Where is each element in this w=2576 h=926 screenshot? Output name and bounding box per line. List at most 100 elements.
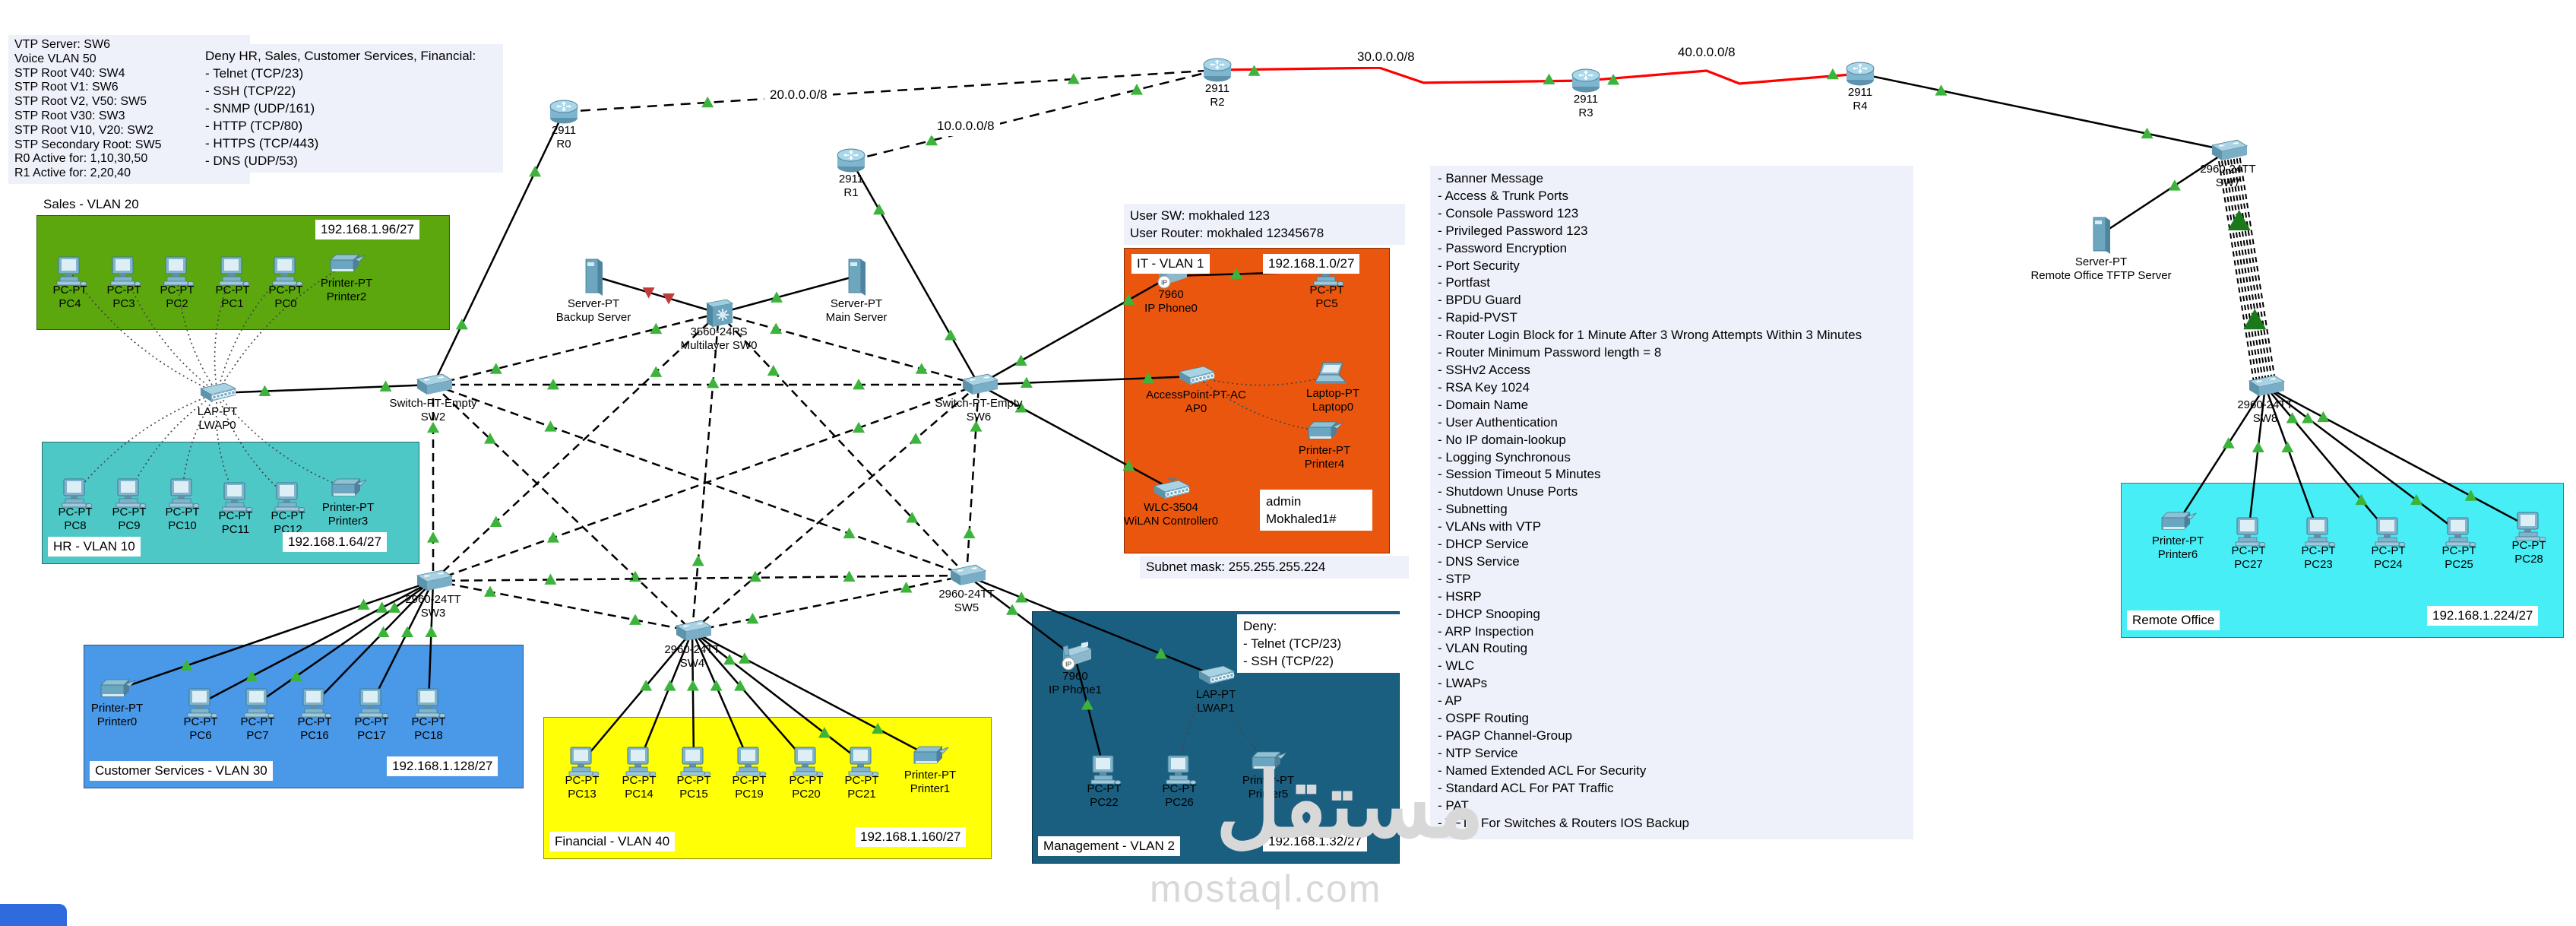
device-name: Printer5 [1248, 787, 1289, 801]
ap-icon [1175, 365, 1217, 388]
device-name: R2 [1210, 95, 1225, 109]
device-name: PC8 [64, 518, 87, 532]
link-status-up-triangle [1014, 354, 1027, 366]
router-icon [1566, 65, 1606, 96]
feature-item: - Password Encryption [1438, 240, 1568, 255]
device-model: PC-PT [676, 774, 711, 787]
link-status-up-triangle [843, 527, 856, 539]
link-status-up-triangle [2464, 490, 2477, 501]
link-SW2-SW0[interactable] [432, 312, 720, 386]
link-SW6-IPPhone0[interactable] [978, 274, 1172, 386]
link-SW4-Printer1[interactable] [691, 629, 931, 758]
link-status-up-triangle [691, 555, 704, 566]
link-IPPhone0-PC5[interactable] [1170, 270, 1328, 277]
user-credentials-line: User Router: mokhaled 12345678 [1130, 226, 1324, 240]
device-name: R1 [843, 186, 859, 199]
device-name: PC16 [300, 728, 329, 742]
link-R0-SW2[interactable] [432, 111, 565, 385]
link-status-up-triangle [915, 363, 928, 374]
link-status-up-triangle [640, 680, 653, 691]
deny-management: Deny:- Telnet (TCP/23)- SSH (TCP/22) [1237, 614, 1403, 673]
switch-icon [412, 567, 454, 595]
device-model: AccessPoint-PT-AC [1146, 388, 1246, 401]
link-PC4-LWAP0[interactable] [69, 271, 218, 394]
link-status-up-triangle [963, 527, 976, 539]
link-status-up-triangle [707, 376, 720, 388]
deny-main-line: - SSH (TCP/22) [205, 84, 296, 98]
device-name: PC24 [2374, 557, 2403, 571]
feature-item: - Router Minimum Password length = 8 [1438, 345, 1662, 360]
feature-item: - LWAPs [1438, 676, 1488, 691]
feature-item: - BPDU Guard [1438, 293, 1521, 308]
feature-item: - AP [1438, 693, 1463, 709]
link-SW4-SW5[interactable] [691, 574, 967, 633]
device-model: PC-PT [2511, 539, 2546, 552]
link-status-up-triangle [2281, 441, 2294, 453]
device-model: 2960-24TT [405, 593, 461, 606]
link-R1-SW6[interactable] [850, 160, 980, 385]
link-SW2-SW5[interactable] [432, 383, 967, 577]
feature-item: - PAT [1438, 798, 1469, 813]
device-name: LWAP1 [1197, 701, 1235, 715]
deny-main-line: - SNMP (UDP/161) [205, 101, 315, 116]
device-name: PC1 [221, 297, 244, 310]
link-R2-R3[interactable] [1217, 66, 1587, 84]
link-SW8-PC25[interactable] [2264, 385, 2460, 533]
ipphone-icon: IP [1056, 642, 1094, 674]
link-SW3-SW0[interactable] [432, 312, 720, 582]
link-SW3-Printer0[interactable] [116, 579, 434, 691]
link-status-up-triangle [767, 364, 780, 376]
subnet-mask-note-line: Subnet mask: 255.255.255.224 [1146, 560, 1326, 574]
link-R3-R4[interactable] [1585, 69, 1861, 85]
vlan-label-management: Management - VLAN 2 [1038, 836, 1180, 856]
device-model: Server-PT [2074, 255, 2128, 268]
link-SW3-SW4[interactable] [432, 579, 693, 633]
device-name: SW3 [420, 606, 446, 620]
link-R1-R2[interactable] [850, 68, 1218, 162]
link-R4-SW7[interactable] [1859, 72, 2229, 152]
device-name: PC5 [1315, 297, 1338, 310]
device-name: SW4 [679, 656, 705, 670]
device-name: R4 [1853, 99, 1868, 113]
link-status-up-triangle [2141, 127, 2154, 139]
link-SW6-SW0[interactable] [718, 312, 979, 386]
device-name: R0 [556, 137, 571, 151]
link-status-up-triangle [425, 626, 438, 638]
link-status-up-triangle [853, 379, 866, 390]
link-SW3-SW5[interactable] [432, 574, 967, 582]
device-name: PC19 [735, 787, 764, 801]
admin-credentials-line: Mokhaled1# [1266, 512, 1337, 526]
feature-item: - Banner Message [1438, 171, 1543, 186]
device-model: PC-PT [1309, 284, 1344, 297]
link-SW4-SW0[interactable] [691, 312, 720, 632]
link-SW2-LWAP0[interactable] [217, 383, 434, 395]
vtp-summary-line: R1 Active for: 2,20,40 [14, 166, 131, 180]
link-SW6-AP0[interactable] [978, 375, 1197, 386]
link-SW3-PC6[interactable] [200, 579, 434, 705]
link-R0-R2[interactable] [563, 68, 1218, 113]
device-model: PC-PT [622, 774, 657, 787]
device-model: PC-PT [2442, 544, 2476, 557]
link-SW8-PC28[interactable] [2264, 385, 2530, 528]
router-icon [831, 145, 871, 176]
link-SW5-SW0[interactable] [718, 312, 967, 576]
link-status-up-triangle [379, 380, 392, 392]
link-SW3-SW6[interactable] [432, 383, 979, 582]
